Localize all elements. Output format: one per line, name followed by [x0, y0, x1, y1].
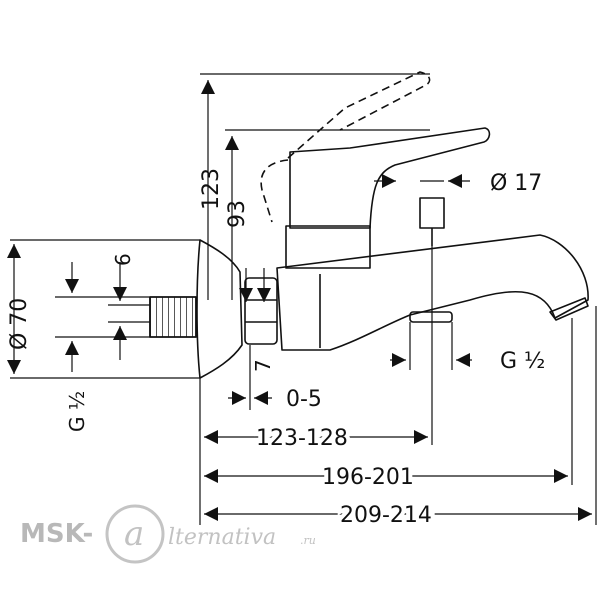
label-height-93: 93: [225, 200, 250, 228]
label-thread-outlet: G ½: [500, 349, 545, 374]
label-dim-6: 6: [111, 253, 135, 266]
diverter-knob: [409, 311, 453, 323]
label-length-123-128: 123-128: [256, 426, 348, 451]
spout-tip: [549, 297, 589, 321]
label-length-209-214: 209-214: [340, 503, 432, 528]
faucet-outline: [149, 127, 589, 379]
label-dim-7: 7: [251, 359, 275, 372]
label-thread-inlet: G ½: [65, 391, 89, 432]
wall-flange: [196, 239, 243, 379]
label-dim-0-5: 0-5: [286, 387, 322, 412]
watermark-brand: MSK-: [20, 519, 93, 549]
dimension-lines: [7, 73, 597, 525]
lever-handle: [289, 127, 491, 229]
watermark-at-logo-icon: [105, 504, 165, 564]
hex-nut: [244, 277, 278, 345]
watermark-logo-glyph: a: [124, 514, 144, 554]
lever-raised-dashed: [260, 71, 431, 223]
inlet-thread: [149, 296, 197, 338]
label-diameter-17: Ø 17: [490, 171, 542, 196]
diverter-pin: [419, 197, 445, 229]
label-diameter-70: Ø 70: [7, 298, 32, 350]
watermark-domain: .ru: [300, 534, 316, 547]
watermark-tail: lternativa: [168, 525, 276, 550]
label-length-196-201: 196-201: [322, 465, 414, 490]
faucet-body: [276, 234, 589, 351]
label-height-123: 123: [199, 168, 224, 210]
cartridge-housing: [285, 225, 371, 269]
watermark: MSK- a lternativa .ru: [20, 504, 316, 564]
